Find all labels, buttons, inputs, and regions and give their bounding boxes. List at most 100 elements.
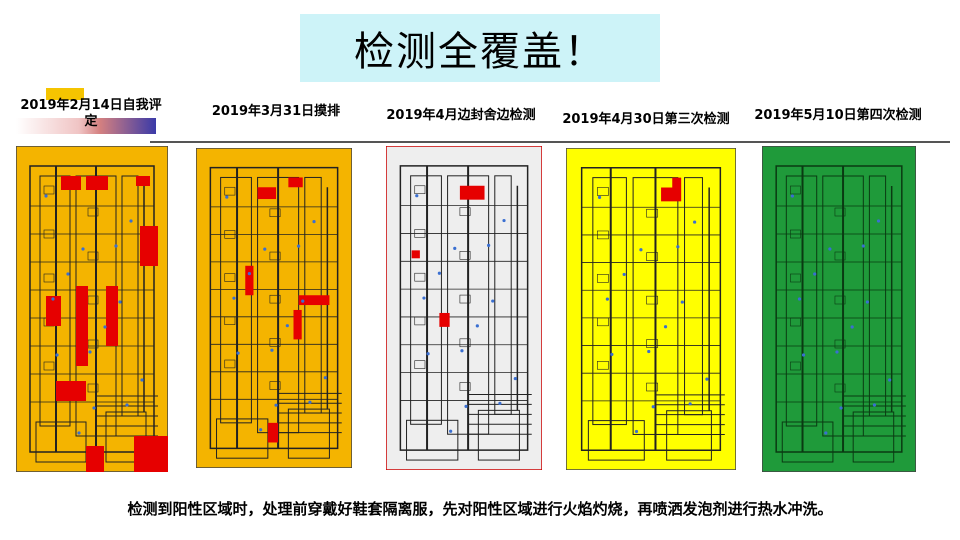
sample-point	[835, 350, 839, 354]
sample-point	[876, 219, 881, 223]
plan-background	[196, 148, 352, 468]
plan-room	[224, 186, 236, 196]
sample-point	[422, 296, 426, 300]
sample-point	[453, 246, 457, 250]
sample-point	[415, 194, 419, 198]
plan-room	[580, 167, 722, 451]
plan-label-2: 2019年3月31日摸排	[211, 104, 341, 119]
plan-background	[16, 146, 168, 472]
sample-point	[622, 272, 626, 277]
plan-room	[410, 175, 442, 425]
sample-point	[270, 348, 274, 352]
sample-point	[610, 352, 614, 357]
sample-point	[437, 271, 441, 275]
sample-point	[51, 297, 55, 301]
sample-point	[597, 195, 602, 199]
floor-plan-1	[16, 146, 168, 472]
plan-room	[459, 338, 471, 348]
positive-area-mark	[288, 177, 303, 188]
positive-area-mark	[257, 187, 277, 200]
plan-room	[597, 274, 609, 283]
plan-room	[790, 185, 801, 195]
positive-area-mark	[411, 250, 420, 259]
sample-point	[259, 428, 263, 432]
sample-point	[790, 194, 794, 198]
sample-point	[118, 300, 122, 304]
sample-point	[663, 325, 668, 329]
positive-area-mark	[459, 185, 485, 200]
plan-room	[459, 251, 471, 260]
positive-area-mark	[267, 422, 279, 443]
sample-point	[872, 403, 877, 407]
plan-room	[852, 411, 895, 463]
sample-point	[88, 350, 92, 354]
plan-room	[43, 273, 55, 283]
sample-point	[651, 405, 655, 409]
title-box: 检测全覆盖！	[300, 14, 660, 82]
sample-point	[605, 297, 609, 301]
positive-area-mark	[661, 187, 682, 202]
plan-room	[834, 295, 846, 305]
plan-room	[414, 229, 426, 238]
sample-point	[236, 351, 240, 355]
positive-area-mark	[672, 177, 682, 188]
plan-room	[406, 419, 459, 461]
sample-point	[297, 244, 301, 248]
plan-room	[790, 273, 801, 283]
sample-point	[828, 247, 832, 251]
sample-point	[639, 248, 643, 252]
sample-point	[888, 378, 892, 382]
plan-label-1: 2019年2月14日自我评定	[20, 98, 162, 129]
page-title: 检测全覆盖！	[354, 29, 606, 75]
sample-point	[475, 324, 479, 328]
plan-room	[43, 229, 55, 239]
positive-area-mark	[46, 296, 61, 326]
plan-background	[762, 146, 916, 472]
plan-room	[459, 294, 471, 304]
positive-area-mark	[140, 226, 158, 266]
plan-label-4: 2019年4月30日第三次检测	[562, 112, 730, 127]
plan-room	[781, 421, 834, 463]
positive-area-mark	[298, 295, 330, 306]
plan-room	[666, 410, 712, 461]
plan-room	[35, 421, 87, 463]
plan-room	[224, 316, 236, 325]
sample-point	[81, 247, 85, 251]
sample-point	[77, 431, 81, 435]
plan-room	[269, 294, 281, 304]
plan-room	[224, 359, 236, 369]
sample-point	[688, 402, 692, 406]
sample-point	[225, 195, 229, 199]
sample-point	[634, 429, 639, 434]
sample-point	[839, 406, 843, 410]
plan-room	[646, 382, 659, 392]
plan-room	[834, 383, 846, 393]
plan-room	[459, 207, 471, 216]
sample-point	[44, 194, 48, 198]
sample-point	[55, 353, 59, 357]
plan-room	[414, 272, 426, 282]
plan-room	[269, 208, 281, 218]
sample-point	[861, 244, 865, 248]
plan-room	[43, 185, 55, 195]
plan-room	[87, 251, 99, 261]
sample-point	[301, 299, 305, 303]
sample-point	[647, 349, 651, 354]
plan-room	[220, 176, 252, 424]
sample-point	[323, 376, 327, 380]
divider-line	[150, 141, 950, 143]
plan-background	[566, 148, 736, 470]
sample-point	[274, 403, 278, 407]
sample-point	[129, 219, 133, 223]
plan-label-3: 2019年4月边封舍边检测	[386, 108, 536, 123]
sample-point	[865, 300, 869, 304]
plan-room	[269, 338, 281, 347]
sample-point	[103, 325, 107, 329]
positive-area-mark	[293, 309, 302, 340]
positive-area-mark	[61, 176, 81, 190]
plan-room	[224, 230, 236, 239]
sample-point	[140, 378, 144, 382]
sample-point	[801, 353, 806, 357]
positive-area-mark	[76, 286, 88, 366]
plan-room	[269, 251, 281, 261]
